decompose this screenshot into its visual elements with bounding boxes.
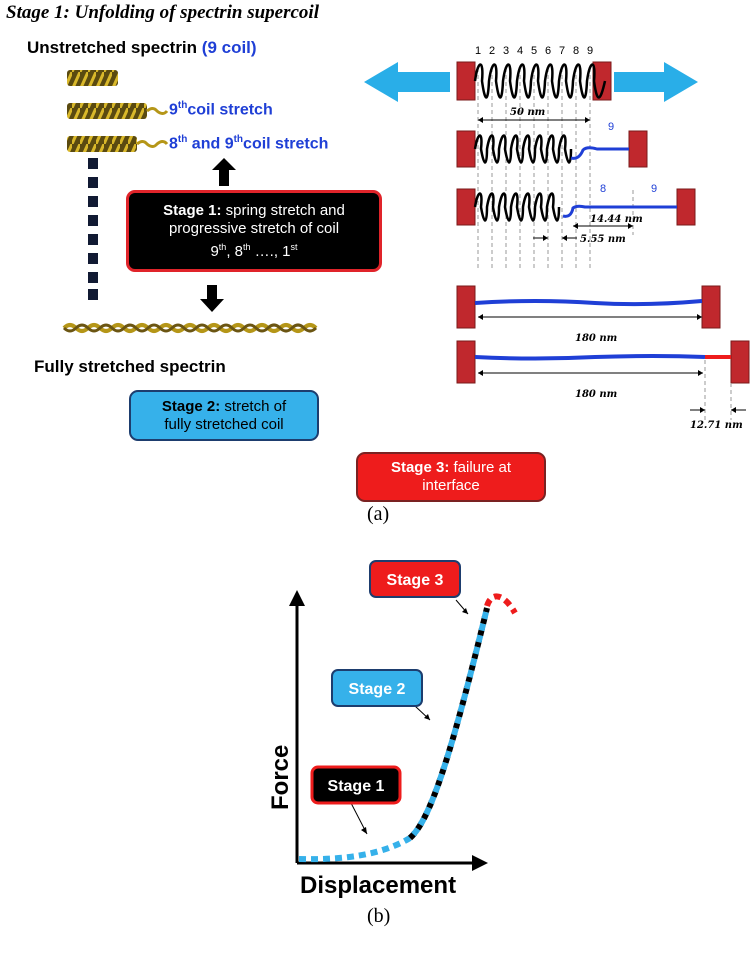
spectrin-fully-stretched: [62, 323, 318, 333]
coil-number-4: 4: [517, 45, 523, 57]
spring-row-2: 9: [456, 121, 648, 168]
unstretched-text: Unstretched spectrin: [27, 38, 198, 57]
pull-left-arrow-icon: [364, 62, 450, 102]
up-arrow-icon: [212, 158, 236, 186]
stage1-s3: st: [290, 241, 298, 252]
curve-stage2: [407, 607, 490, 841]
spectrin-coiled-3: [67, 136, 169, 152]
caption-b: (b): [367, 905, 391, 927]
fully-stretched-label: Fully stretched spectrin: [34, 357, 226, 376]
coil-number-9: 9: [587, 45, 593, 57]
stage3-box-text2: interface: [422, 477, 480, 494]
stage3-label-text: Stage 3: [387, 572, 444, 589]
spring-row-5: 180 nm 12.71 nm: [456, 340, 750, 431]
row3-coil-9: 9: [651, 183, 657, 195]
x-axis-label: Displacement: [300, 872, 456, 899]
y-axis-arrow-icon: [289, 590, 305, 606]
coil-number-8: 8: [573, 45, 579, 57]
stage1-sep: , 8: [226, 242, 243, 260]
stage3-box-text1: failure at: [449, 459, 512, 476]
dim-1271nm: 12.71 nm: [690, 420, 743, 431]
plot-stage2-label: Stage 2: [331, 669, 423, 707]
force-displacement-plot: Force Displacement Stage 1 Stage 2 Stage…: [267, 560, 518, 899]
stage1-box-text1: spring stretch and: [221, 201, 345, 219]
coil9-text: coil stretch: [187, 101, 273, 119]
x-axis-arrow-icon: [472, 855, 488, 871]
stage1-label-text: Stage 1: [328, 778, 385, 795]
spring-row-4: 180 nm: [456, 285, 721, 344]
stage2-description-box: Stage 2: stretch of fully stretched coil: [129, 390, 319, 441]
stage1-box-text2: progressive stretch of coil: [168, 219, 340, 237]
figure-title: Stage 1: Unfolding of spectrin supercoil: [6, 2, 319, 23]
pull-right-arrow-icon: [614, 62, 698, 102]
curve-stage1: [298, 835, 412, 863]
stage1-n1: 9: [210, 242, 219, 260]
unstretched-label: Unstretched spectrin (9 coil): [27, 38, 257, 58]
stage2-label-text: Stage 2: [349, 681, 406, 698]
coil89-mid: and 9: [187, 135, 234, 153]
dim-1444nm: 14.44 nm: [590, 214, 643, 225]
coil-number-1: 1: [475, 45, 481, 57]
spring-row-1: 50 nm: [456, 61, 612, 123]
coil8-num: 8: [169, 135, 178, 153]
progress-squares: [88, 158, 98, 300]
coil-number-7: 7: [559, 45, 565, 57]
spring-row-3: 8 9 14.44 nm 5.55 nm: [456, 183, 696, 245]
dim-555nm: 5.55 nm: [580, 234, 626, 245]
coil89-sup: th: [233, 134, 244, 145]
coil-number-3: 3: [503, 45, 509, 57]
stage2-box-title: Stage 2:: [161, 397, 221, 415]
dim-50nm: 50 nm: [510, 107, 545, 118]
down-arrow-icon: [200, 285, 224, 312]
coil-number-2: 2: [489, 45, 495, 57]
stage1-s2: th: [243, 241, 251, 252]
plot-stage3-label: Stage 3: [369, 560, 461, 598]
curve-stage3: [484, 593, 518, 615]
stage1-dots: …., 1: [250, 242, 291, 260]
coil-number-5: 5: [531, 45, 537, 57]
caption-a: (a): [367, 503, 390, 525]
coil89-text: coil stretch: [243, 135, 329, 153]
stage2-box-text1: stretch of: [220, 397, 287, 415]
coil8-sup: th: [177, 134, 188, 145]
plot-stage1-label: Stage 1: [310, 765, 402, 805]
stage3-box-title: Stage 3:: [390, 459, 450, 476]
y-axis-label: Force: [267, 745, 294, 810]
stage1-description-box: Stage 1: spring stretch and progressive …: [126, 190, 382, 272]
stage3-description-box: Stage 3: failure at interface: [356, 452, 546, 502]
spectrin-coiled-1: [67, 70, 118, 86]
row3-coil-8: 8: [600, 183, 606, 195]
coil9-num: 9: [169, 101, 178, 119]
stage1-box-title: Stage 1:: [163, 201, 222, 219]
coil-guides: [477, 68, 634, 268]
coil9-sup: th: [177, 100, 188, 111]
coil-numbers: 1 2 3 4 5 6 7 8 9: [475, 45, 593, 57]
spectrin-coiled-2: [67, 103, 169, 119]
curve-stage2-blue-dash: [407, 607, 490, 841]
coil89-stretch-label: 8th and 9thcoil stretch: [169, 134, 328, 153]
coil9-stretch-label: 9thcoil stretch: [169, 100, 273, 119]
row2-coil-9: 9: [608, 121, 614, 133]
dim-180nm-b: 180 nm: [575, 389, 617, 400]
coil-count: (9 coil): [201, 38, 257, 57]
stage2-box-text2: fully stretched coil: [164, 415, 284, 433]
coil-number-6: 6: [545, 45, 551, 57]
stage1-s1: th: [218, 241, 227, 252]
dim-180nm-a: 180 nm: [575, 333, 617, 344]
